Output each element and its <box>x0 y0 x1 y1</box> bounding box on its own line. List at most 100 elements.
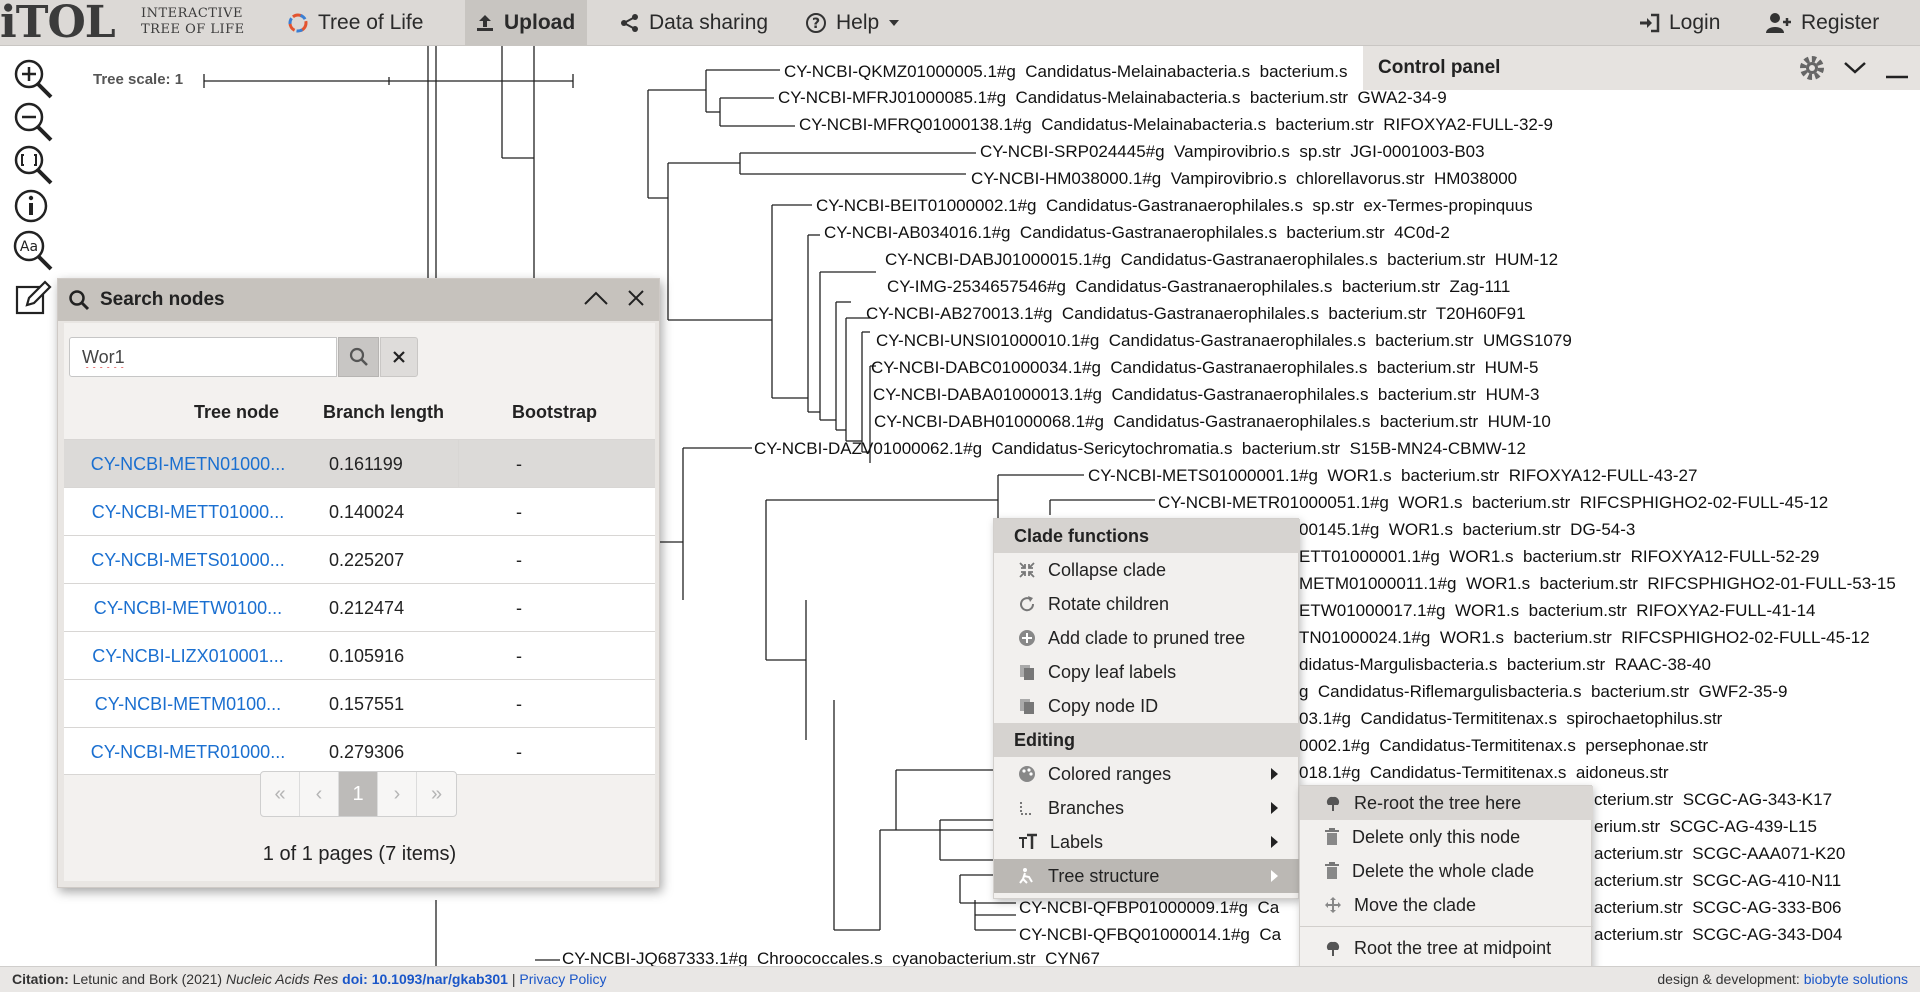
leaf-label[interactable]: CY-NCBI-AB270013.1#g Candidatus-Gastrana… <box>866 304 1526 323</box>
branches-item[interactable]: Branches <box>994 791 1300 825</box>
leaf-label[interactable]: CY-NCBI-JQ687333.1#g Chroococcales.s cya… <box>562 949 1100 966</box>
leaf-label[interactable]: 00145.1#g WOR1.s bacterium.str DG-54-3 <box>1299 520 1636 539</box>
leaf-label[interactable]: didatus-Margulisbacteria.s bacterium.str… <box>1299 655 1711 674</box>
leaf-label[interactable]: erium.str SCGC-AG-439-L15 <box>1594 817 1817 836</box>
search-button[interactable] <box>338 337 379 377</box>
leaf-label[interactable]: CY-NCBI-QFBQ01000014.1#g Ca <box>1019 925 1282 944</box>
tree-node-link[interactable]: CY-NCBI-METW0100... <box>93 597 283 618</box>
table-row[interactable]: CY-NCBI-METT01000... 0.140024 - <box>64 487 655 535</box>
search-input[interactable] <box>70 338 320 376</box>
chevron-up-icon[interactable] <box>583 289 609 307</box>
leaf-label[interactable]: CY-NCBI-DABJ01000015.1#g Candidatus-Gast… <box>885 250 1559 269</box>
colored-ranges-item[interactable]: Colored ranges <box>994 757 1300 791</box>
search-field[interactable] <box>69 337 337 377</box>
root-at-midpoint-item[interactable]: Root the tree at midpoint <box>1300 931 1593 965</box>
chevron-down-icon[interactable] <box>1842 59 1868 77</box>
leaf-label[interactable]: CY-NCBI-METR01000051.1#g WOR1.s bacteriu… <box>1158 493 1829 512</box>
tree-canvas[interactable]: Tree scale: 1 CY-NCBI-QKMZ01000005.1#g C… <box>0 46 1920 966</box>
next-page-button[interactable]: › <box>378 772 417 816</box>
prev-page-button[interactable]: ‹ <box>300 772 339 816</box>
leaf-label[interactable]: acterium.str SCGC-AG-343-D04 <box>1594 925 1843 944</box>
nav-data-sharing[interactable]: Data sharing <box>610 0 778 46</box>
tree-structure-item[interactable]: Tree structure <box>994 859 1300 893</box>
table-row[interactable]: CY-NCBI-METM0100... 0.157551 - <box>64 679 655 727</box>
nav-login[interactable]: Login <box>1628 0 1730 46</box>
close-icon[interactable] <box>627 289 645 307</box>
column-header-branch-length[interactable]: Branch length <box>323 401 445 422</box>
zoom-in-button[interactable] <box>10 58 56 100</box>
leaf-label[interactable]: 0002.1#g Candidatus-Termititenax.s perse… <box>1299 736 1709 755</box>
leaf-label[interactable]: CY-NCBI-HM038000.1#g Vampirovibrio.s chl… <box>971 169 1518 188</box>
leaf-label[interactable]: CY-NCBI-UNSI01000010.1#g Candidatus-Gast… <box>876 331 1572 350</box>
biobyte-link[interactable]: biobyte solutions <box>1803 971 1908 987</box>
font-size-button[interactable]: Aa <box>10 230 56 272</box>
copy-leaf-labels-item[interactable]: Copy leaf labels <box>994 655 1300 689</box>
tree-node-link[interactable]: CY-NCBI-METN01000... <box>90 453 286 474</box>
leaf-label[interactable]: CY-NCBI-BEIT01000002.1#g Candidatus-Gast… <box>816 196 1533 215</box>
leaf-label[interactable]: 03.1#g Candidatus-Termititenax.s spiroch… <box>1299 709 1723 728</box>
leaf-label[interactable]: cterium.str SCGC-AG-343-K17 <box>1594 790 1833 809</box>
leaf-label[interactable]: CY-NCBI-DAZV01000062.1#g Candidatus-Seri… <box>754 439 1526 458</box>
tree-node-link[interactable]: CY-NCBI-METT01000... <box>91 501 285 522</box>
tree-node-link[interactable]: CY-NCBI-METS01000... <box>91 549 285 570</box>
reroot-tree-item[interactable]: Re-root the tree here <box>1300 786 1593 820</box>
collapse-clade-item[interactable]: Collapse clade <box>994 553 1300 587</box>
table-row[interactable]: CY-NCBI-LIZX010001... 0.105916 - <box>64 631 655 679</box>
control-panel-header[interactable]: Control panel <box>1363 46 1920 90</box>
leaf-label[interactable]: ETW01000017.1#g WOR1.s bacterium.str RIF… <box>1299 601 1816 620</box>
doi-link[interactable]: doi: 10.1093/nar/gkab301 <box>342 971 508 987</box>
leaf-label[interactable]: acterium.str SCGC-AG-333-B06 <box>1594 898 1842 917</box>
leaf-label[interactable]: CY-NCBI-METS01000001.1#g WOR1.s bacteriu… <box>1088 466 1698 485</box>
last-page-button[interactable]: » <box>430 782 443 805</box>
leaf-label[interactable]: CY-NCBI-SRP024445#g Vampirovibrio.s sp.s… <box>980 142 1485 161</box>
move-clade-item[interactable]: Move the clade <box>1300 888 1593 922</box>
leaf-label[interactable]: ETT01000001.1#g WOR1.s bacterium.str RIF… <box>1299 547 1820 566</box>
leaf-label[interactable]: METM01000011.1#g WOR1.s bacterium.str RI… <box>1299 574 1896 593</box>
leaf-label[interactable]: CY-NCBI-DABA01000013.1#g Candidatus-Gast… <box>873 385 1540 404</box>
table-row[interactable]: CY-NCBI-METR01000... 0.279306 - <box>64 727 655 775</box>
leaf-label[interactable]: CY-IMG-2534657546#g Candidatus-Gastranae… <box>887 277 1511 296</box>
table-row[interactable]: CY-NCBI-METS01000... 0.225207 - <box>64 535 655 583</box>
clear-search-button[interactable] <box>380 337 418 377</box>
labels-item[interactable]: Labels <box>994 825 1300 859</box>
leaf-label[interactable]: CY-NCBI-AB034016.1#g Candidatus-Gastrana… <box>824 223 1450 242</box>
rotate-children-item[interactable]: Rotate children <box>994 587 1300 621</box>
delete-node-item[interactable]: Delete only this node <box>1300 820 1593 854</box>
nav-tree-of-life[interactable]: Tree of Life <box>277 0 433 46</box>
leaf-label[interactable]: acterium.str SCGC-AAA071-K20 <box>1594 844 1846 863</box>
leaf-label[interactable]: CY-NCBI-DABH01000068.1#g Candidatus-Gast… <box>874 412 1551 431</box>
itol-logo[interactable]: iTOL Interactive Tree Of Life <box>0 0 250 46</box>
delete-clade-item[interactable]: Delete the whole clade <box>1300 854 1593 888</box>
edit-mode-button[interactable] <box>10 278 56 320</box>
current-page-button[interactable]: 1 <box>339 772 378 816</box>
copy-node-id-item[interactable]: Copy node ID <box>994 689 1300 723</box>
table-row[interactable]: CY-NCBI-METW0100... 0.212474 - <box>64 583 655 631</box>
leaf-label[interactable]: TN01000024.1#g WOR1.s bacterium.str RIFC… <box>1299 628 1870 647</box>
leaf-label[interactable]: CY-NCBI-MFRJ01000085.1#g Candidatus-Mela… <box>778 88 1447 107</box>
tree-node-link[interactable]: CY-NCBI-LIZX010001... <box>92 645 284 666</box>
info-button[interactable] <box>10 187 56 229</box>
fit-to-screen-button[interactable] <box>10 144 56 186</box>
leaf-label[interactable]: 018.1#g Candidatus-Termititenax.s aidone… <box>1299 763 1669 782</box>
column-header-bootstrap[interactable]: Bootstrap <box>512 401 597 422</box>
search-panel-header[interactable]: Search nodes <box>58 279 659 321</box>
column-header-tree-node[interactable]: Tree node <box>194 401 280 422</box>
tree-node-link[interactable]: CY-NCBI-METR01000... <box>90 741 286 762</box>
zoom-out-button[interactable] <box>10 101 56 143</box>
leaf-label[interactable]: CY-NCBI-QFBP01000009.1#g Ca <box>1019 898 1280 917</box>
tree-node-link[interactable]: CY-NCBI-METM0100... <box>94 693 282 714</box>
table-row[interactable]: CY-NCBI-METN01000... 0.161199 - <box>64 439 655 488</box>
leaf-label[interactable]: CY-NCBI-QKMZ01000005.1#g Candidatus-Mela… <box>784 62 1348 81</box>
leaf-label[interactable]: CY-NCBI-MFRQ01000138.1#g Candidatus-Mela… <box>799 115 1553 134</box>
nav-help[interactable]: ? Help <box>795 0 910 46</box>
nav-register[interactable]: Register <box>1756 0 1889 46</box>
add-clade-to-pruned-tree-item[interactable]: Add clade to pruned tree <box>994 621 1300 655</box>
first-page-button[interactable]: « <box>261 772 300 816</box>
leaf-label[interactable]: g Candidatus-Riflemargulisbacteria.s bac… <box>1299 682 1788 701</box>
gear-icon[interactable] <box>1798 54 1826 82</box>
leaf-label[interactable]: acterium.str SCGC-AG-410-N11 <box>1594 871 1842 890</box>
nav-upload[interactable]: Upload <box>465 0 587 46</box>
minimize-icon[interactable] <box>1884 55 1910 81</box>
leaf-label[interactable]: CY-NCBI-DABC01000034.1#g Candidatus-Gast… <box>871 358 1539 377</box>
privacy-policy-link[interactable]: Privacy Policy <box>519 971 607 987</box>
